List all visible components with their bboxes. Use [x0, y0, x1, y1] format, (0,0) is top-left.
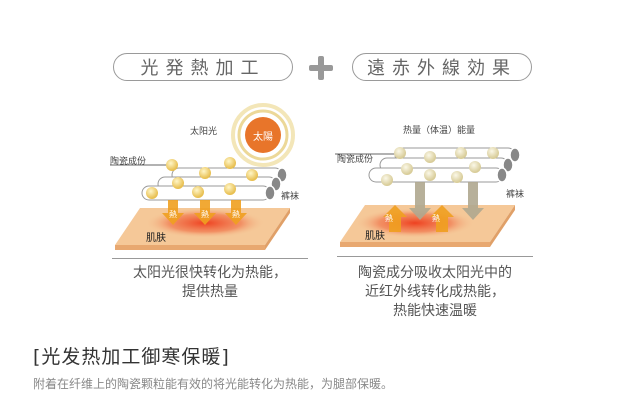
sun-text: 太陽: [253, 132, 273, 143]
title-pill-label: 光発熱加工: [140, 58, 266, 79]
ceramic-label: 陶瓷成份: [337, 155, 374, 165]
caption-line: 太阳光很快转化为热能，: [133, 265, 287, 281]
caption-line: 提供热量: [182, 284, 238, 300]
right-caption: 陶瓷成分吸收太阳光中的 近红外线转化成热能， 热能快速温暖: [337, 264, 533, 321]
section-title: [光发热加工御寒保暖]: [33, 346, 230, 368]
heat-label: 熱: [385, 214, 393, 223]
caption-line: 热能快速温暖: [393, 303, 477, 319]
title-pill-light-heat: 光発熱加工: [113, 53, 293, 81]
fabric-label: 裤袜: [506, 190, 525, 200]
left-caption: 太阳光很快转化为热能， 提供热量: [112, 264, 308, 302]
infrared-arrows-down: [409, 182, 484, 220]
ceramic-label: 陶瓷成份: [110, 157, 147, 167]
left-diagram: [110, 103, 295, 250]
left-divider: [112, 258, 308, 259]
right-diagram: [335, 147, 521, 247]
heat-label: 熱: [432, 214, 440, 223]
heat-arrows-up: [383, 205, 454, 232]
skin-label: 肌肤: [146, 233, 166, 244]
fiber-tubes: [141, 167, 283, 201]
heat-label: 熱: [169, 210, 177, 219]
title-pill-label: 遠赤外線効果: [367, 58, 517, 79]
caption-line: 近红外线转化成热能，: [365, 284, 505, 300]
right-divider: [337, 256, 533, 257]
plus-icon: [309, 56, 333, 80]
caption-line: 陶瓷成分吸收太阳光中的: [358, 265, 512, 281]
section-description: 附着在纤维上的陶瓷颗粒能有效的将光能转化为热能，为腿部保暖。: [33, 377, 394, 391]
sun-light-label: 太阳光: [190, 127, 218, 137]
fabric-label: 裤袜: [281, 192, 300, 202]
sun-icon: [231, 103, 295, 167]
ceramic-particles: [146, 157, 258, 199]
energy-label: 热量（体温）能量: [403, 126, 476, 136]
heat-label: 熱: [201, 210, 209, 219]
heat-label: 熱: [232, 210, 240, 219]
heat-arrows-down: [162, 200, 247, 225]
skin-label: 肌肤: [365, 231, 385, 242]
title-pill-far-infrared: 遠赤外線効果: [352, 53, 532, 81]
